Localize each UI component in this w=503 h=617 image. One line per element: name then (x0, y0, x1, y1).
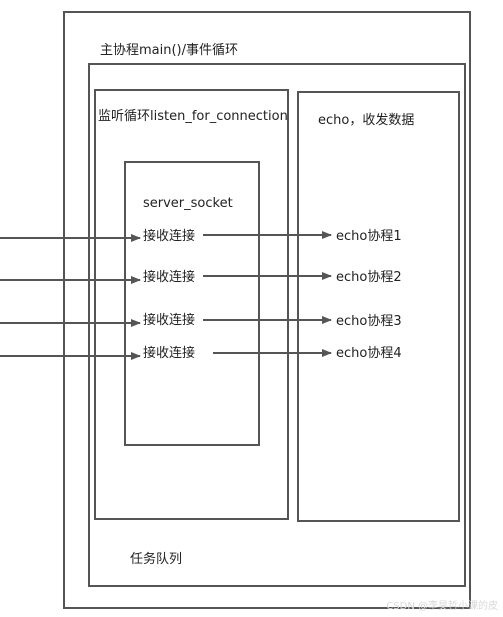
listen-loop-title: 监听循环listen_for_connection (98, 109, 288, 124)
echo-coroutine-1: echo协程1 (336, 229, 402, 244)
main-loop-frame (63, 11, 471, 609)
main-loop-title: 主协程main()/事件循环 (100, 43, 238, 58)
task-queue-label: 任务队列 (130, 551, 182, 567)
task-queue-frame (88, 63, 466, 587)
server-socket-box (124, 161, 260, 446)
accept-label-4: 接收连接 (143, 345, 195, 361)
watermark: CSDN @李昊哲小课的皮 (386, 599, 498, 612)
accept-label-3: 接收连接 (143, 312, 195, 328)
echo-coroutine-2: echo协程2 (336, 270, 402, 285)
server-socket-label: server_socket (143, 196, 233, 211)
echo-coroutine-4: echo协程4 (336, 346, 402, 361)
accept-label-2: 接收连接 (143, 269, 195, 285)
accept-label-1: 接收连接 (143, 228, 195, 244)
echo-coroutine-3: echo协程3 (336, 314, 402, 329)
echo-title: echo，收发数据 (318, 112, 414, 128)
listen-loop-frame (94, 89, 289, 520)
echo-frame (297, 91, 460, 522)
